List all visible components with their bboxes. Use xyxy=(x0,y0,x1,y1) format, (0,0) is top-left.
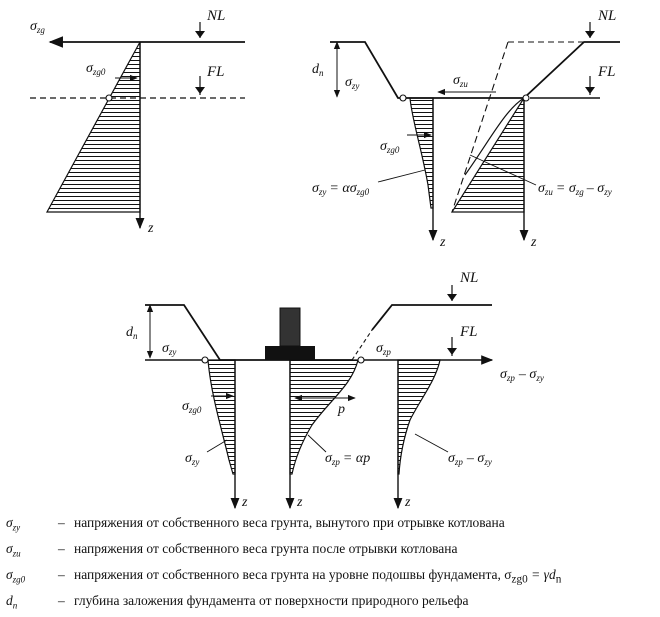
dn-label-3: dn xyxy=(126,325,138,341)
node-3a xyxy=(201,356,209,364)
node-2b xyxy=(522,94,530,102)
nl-label-1: NL xyxy=(206,8,225,24)
sigma-zy-label-3b: σzy xyxy=(185,451,199,467)
fl-label-1: FL xyxy=(206,64,225,80)
legend-row-zy: σzy – напряжения от собственного веса гр… xyxy=(6,515,505,533)
eq-sigma-zy: σzy= ασzg0 xyxy=(312,181,370,197)
eq-sigma-zp: σzp= αp xyxy=(325,451,370,467)
legend-row-dn: dn – глубина заложения фундамента от пов… xyxy=(6,593,469,611)
sigma-zg0-label-3: σzg0 xyxy=(182,399,202,415)
sigma-zp-label-3: σzp xyxy=(376,341,391,357)
eq-sigma-zu: σzu= σzg– σzy xyxy=(538,181,612,197)
legend-row-zg0: σzg0 – напряжения от собственного веса г… xyxy=(6,567,562,586)
sigma-zg-label: σzg xyxy=(30,19,45,35)
pit-outline-3-right xyxy=(371,304,492,331)
foundation-footing xyxy=(265,346,315,360)
z-label-3c: z xyxy=(404,495,411,510)
sigma-zy-label-3: σzy xyxy=(162,341,176,357)
node-1 xyxy=(105,94,113,102)
pit-outline-2 xyxy=(330,41,620,99)
sigma-zp-epure xyxy=(289,359,359,475)
z-label-2b: z xyxy=(530,235,537,250)
foundation-column xyxy=(279,307,301,347)
panel-natural-stress: NL FL σzg σzg0 z xyxy=(30,8,245,236)
sigma-zg0-label-1: σzg0 xyxy=(86,61,106,77)
z-label-2a: z xyxy=(439,235,446,250)
sigma-zg-epure xyxy=(45,41,141,213)
sigma-zu-epure xyxy=(450,95,525,213)
sigma-zg-dashed-line xyxy=(451,41,509,213)
sigma-zy-label-2: σzy xyxy=(345,75,359,91)
stress-diagram: NL FL σzg σzg0 z NL FL dn σzy σzu σzg0 σ… xyxy=(30,8,620,510)
panel-foundation-stress: NL FL dn σzy σzp σzp– σzy σzg0 p σzy σzp… xyxy=(126,270,544,510)
z-label-3a: z xyxy=(241,495,248,510)
z-label-1: z xyxy=(147,221,154,236)
axis-label-zp-minus-zy: σzp– σzy xyxy=(500,367,544,383)
node-2a xyxy=(399,94,407,102)
sigma-zg0-label-2: σzg0 xyxy=(380,139,400,155)
z-label-3b: z xyxy=(296,495,303,510)
p-label: p xyxy=(337,402,345,417)
legend-row-zu: σzu – напряжения от собственного веса гр… xyxy=(6,541,458,559)
legend: σzy – напряжения от собственного веса гр… xyxy=(0,510,660,616)
sigma-zy-epure-2 xyxy=(409,97,434,209)
nl-label-2: NL xyxy=(597,8,616,24)
node-3b xyxy=(357,356,365,364)
sigma-zu-label-2: σzu xyxy=(453,73,468,89)
nl-label-3: NL xyxy=(459,270,478,286)
fl-label-2: FL xyxy=(597,64,616,80)
fl-label-3: FL xyxy=(459,324,478,340)
panel-excavation-stress: NL FL dn σzy σzu σzg0 σzy= ασzg0 σzu= σz… xyxy=(312,8,620,250)
dn-label-2: dn xyxy=(312,62,324,78)
sigma-zy-epure-3 xyxy=(207,359,236,475)
sigma-zp-minus-zy-epure xyxy=(397,359,441,475)
label-zp-minus-zy-b: σzp– σzy xyxy=(448,451,492,467)
